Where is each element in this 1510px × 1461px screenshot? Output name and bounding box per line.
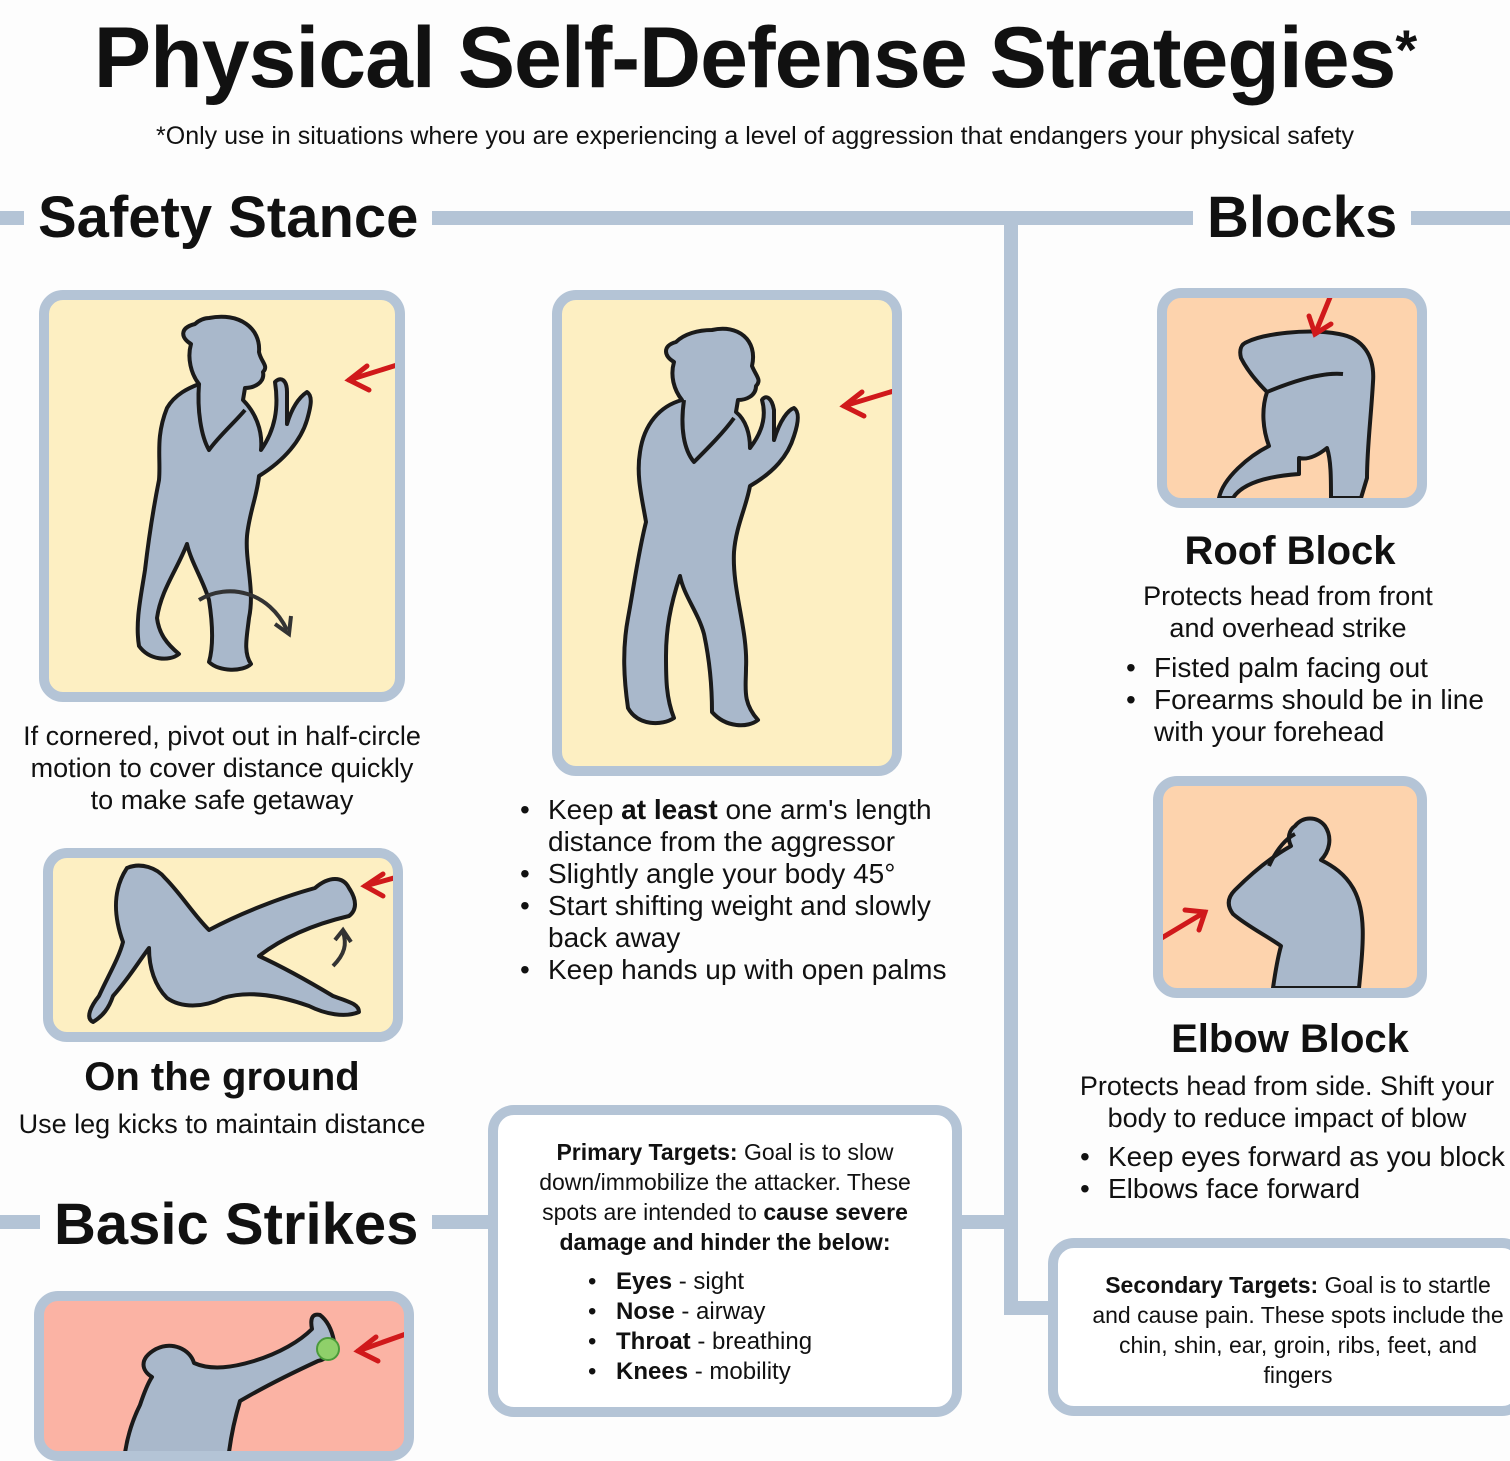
elbow-block-title: Elbow Block [1171, 1017, 1409, 1061]
pivot-stance-illustration [39, 290, 405, 702]
ground-title: On the ground [84, 1055, 360, 1099]
target-dot-icon [316, 1337, 340, 1361]
section-basic-strikes: Basic Strikes [40, 1190, 433, 1260]
primary-targets-list: Eyes - sight Nose - airway Throat - brea… [588, 1267, 952, 1387]
elbow-block-desc: Protects head from side. Shift your body… [1079, 1071, 1495, 1133]
primary-targets-intro: Primary Targets: Goal is to slow down/im… [539, 1139, 911, 1255]
list-item: Elbows face forward [1080, 1173, 1510, 1205]
list-item: Throat - breathing [588, 1327, 952, 1357]
pivot-caption: If cornered, pivot out in half-circle mo… [23, 721, 421, 815]
ground-kick-illustration [43, 848, 403, 1042]
basic-strike-illustration [34, 1291, 414, 1461]
elbow-block-bullets: Keep eyes forward as you block Elbows fa… [1080, 1141, 1510, 1205]
section-blocks: Blocks [1193, 183, 1412, 253]
primary-targets-box: Primary Targets: Goal is to slow down/im… [488, 1105, 962, 1417]
stance-bullets: Keep at least one arm's length distance … [520, 794, 960, 986]
list-item: Fisted palm facing out [1126, 652, 1506, 684]
red-arrow-icon [360, 871, 393, 899]
section-safety-stance: Safety Stance [24, 183, 433, 253]
list-item: Forearms should be in line with your for… [1126, 684, 1506, 748]
roof-block-desc: Protects head from front and overhead st… [1143, 581, 1433, 643]
list-item: Eyes - sight [588, 1267, 952, 1297]
secondary-targets-text: Secondary Targets: Goal is to startle an… [1092, 1272, 1504, 1388]
roof-block-title: Roof Block [1184, 529, 1396, 573]
red-arrow-icon [1306, 298, 1334, 338]
list-item: Slightly angle your body 45° [520, 858, 960, 890]
red-arrow-icon [1163, 907, 1209, 941]
connector-vertical [1004, 225, 1018, 1315]
roof-block-bullets: Fisted palm facing out Forearms should b… [1126, 652, 1506, 748]
elbow-block-illustration [1153, 776, 1427, 998]
red-arrow-icon [839, 388, 892, 419]
list-item: Keep at least one arm's length distance … [520, 794, 960, 858]
page-subtitle: *Only use in situations where you are ex… [156, 122, 1354, 150]
list-item: Knees - mobility [588, 1357, 952, 1387]
roof-block-illustration [1157, 288, 1427, 508]
page-title: Physical Self-Defense Strategies* [93, 10, 1417, 106]
ground-caption: Use leg kicks to maintain distance [18, 1109, 426, 1139]
list-item: Keep eyes forward as you block [1080, 1141, 1510, 1173]
connector-secondary [1004, 1301, 1060, 1315]
red-arrow-icon [344, 363, 395, 393]
list-item: Start shifting weight and slowly back aw… [520, 890, 960, 954]
secondary-targets-box: Secondary Targets: Goal is to startle an… [1048, 1238, 1510, 1416]
red-arrow-icon [353, 1332, 404, 1364]
safety-stance-illustration [552, 290, 902, 776]
list-item: Keep hands up with open palms [520, 954, 960, 986]
connector-primary [950, 1215, 1010, 1229]
list-item: Nose - airway [588, 1297, 952, 1327]
